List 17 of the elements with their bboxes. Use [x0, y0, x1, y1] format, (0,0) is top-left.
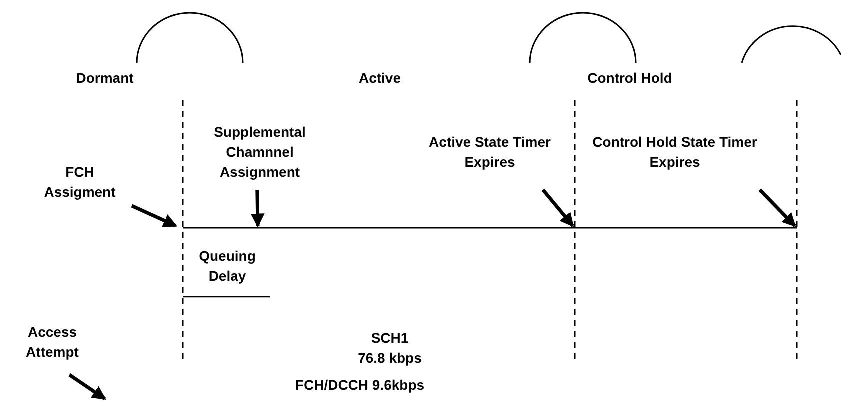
label-text: Queuing Delay	[199, 248, 256, 284]
annotation-text: Control Hold State Timer Expires	[592, 133, 758, 172]
label-text: Control Hold	[588, 70, 672, 86]
label-text: Active	[358, 70, 402, 86]
annotation-text: Active State Timer Expires	[428, 133, 552, 172]
arrow	[758, 188, 796, 228]
arrow	[131, 204, 178, 228]
arrow	[250, 190, 265, 228]
annotation-text: Access Attempt	[25, 323, 80, 362]
arrow	[68, 374, 106, 400]
annotation-text: Supplemental Chamnnel Assignment	[213, 123, 307, 182]
label-text: 76.8 kbps	[358, 350, 422, 366]
label-text: FCH/DCCH 9.6kbps	[295, 377, 425, 393]
annotation-text: FCH Assigment	[43, 163, 117, 202]
label-text: SCH1	[371, 330, 409, 346]
arrow	[542, 188, 574, 228]
label-text: Dormant	[76, 70, 134, 86]
